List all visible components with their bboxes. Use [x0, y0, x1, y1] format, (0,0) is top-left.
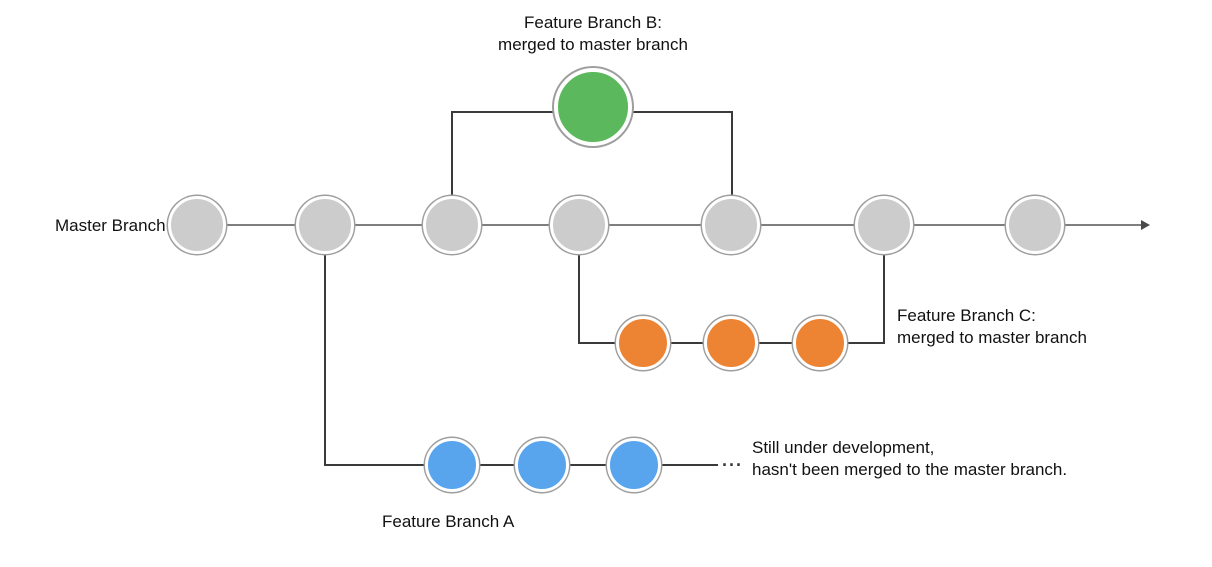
timeline-arrowhead-icon [1141, 220, 1150, 230]
feature-branch-c-label-line1: Feature Branch C: [897, 306, 1036, 325]
branch-c-right-connector [883, 225, 885, 344]
master-commit-node-4 [550, 196, 608, 254]
feature-branch-b-label-line2: merged to master branch [498, 35, 688, 54]
master-commit-node-1 [168, 196, 226, 254]
branch-c-left-connector [578, 225, 580, 344]
master-commit-node-2 [296, 196, 354, 254]
branch-a-continuation-ellipsis: ... [722, 450, 743, 471]
branch-a-vertical-connector [324, 225, 326, 466]
branch-a-status-line1: Still under development, [752, 438, 935, 457]
branch-b-right-connector [731, 111, 733, 225]
master-timeline-line [197, 224, 1145, 226]
feature-branch-c-label: Feature Branch C: merged to master branc… [897, 305, 1087, 349]
branch-c-commit-node-1 [616, 316, 670, 370]
branch-a-status-label: Still under development, hasn't been mer… [752, 437, 1067, 481]
feature-branch-a-label-text: Feature Branch A [382, 512, 515, 531]
feature-branch-b-label-line1: Feature Branch B: [524, 13, 662, 32]
master-branch-label: Master Branch [55, 215, 166, 237]
branch-c-commit-node-3 [793, 316, 847, 370]
branch-a-status-line2: hasn't been merged to the master branch. [752, 460, 1068, 479]
branch-b-commit-node [554, 68, 632, 146]
master-commit-node-3 [423, 196, 481, 254]
feature-branch-b-label: Feature Branch B: merged to master branc… [443, 12, 743, 56]
feature-branch-a-label: Feature Branch A [382, 511, 514, 533]
master-commit-node-5 [702, 196, 760, 254]
branch-a-commit-node-3 [607, 438, 661, 492]
feature-branch-c-label-line2: merged to master branch [897, 328, 1087, 347]
branch-a-commit-node-1 [425, 438, 479, 492]
master-commit-node-6 [855, 196, 913, 254]
branch-a-commit-node-2 [515, 438, 569, 492]
branch-c-commit-node-2 [704, 316, 758, 370]
master-branch-label-text: Master Branch [55, 216, 166, 235]
branch-b-left-connector [451, 111, 453, 225]
master-commit-node-7 [1006, 196, 1064, 254]
ellipsis-text: ... [722, 450, 744, 470]
